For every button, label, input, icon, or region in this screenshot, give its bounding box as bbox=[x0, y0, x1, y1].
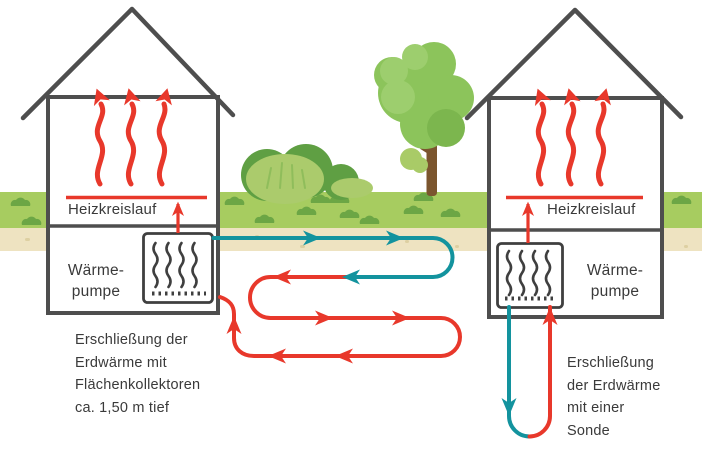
left-waermepumpe-label: Wärme- pumpe bbox=[67, 262, 125, 300]
bush-stripes bbox=[266, 162, 306, 189]
right-probe-caption: Erschließung der Erdwärme mit einer Sond… bbox=[567, 355, 661, 439]
collector-pipe-warm bbox=[218, 275, 463, 358]
tree-base-bush bbox=[400, 148, 428, 173]
left-heizkreislauf-label: Heizkreislauf bbox=[68, 201, 157, 218]
tree-canopy bbox=[374, 42, 474, 149]
heat-wave-arrow-icon bbox=[595, 101, 607, 187]
left-heat-wave-arrows bbox=[94, 101, 168, 187]
right-house-roof bbox=[464, 7, 684, 121]
right-heat-wave-arrows bbox=[535, 101, 607, 187]
right-house-body bbox=[487, 96, 664, 319]
right-heizkreislauf-label: Heizkreislauf bbox=[547, 201, 636, 218]
right-house bbox=[464, 7, 684, 319]
collector-pipe-cold bbox=[211, 236, 455, 279]
heat-pump-unit-icon bbox=[142, 232, 214, 304]
heat-pump-unit-icon bbox=[496, 242, 564, 309]
heat-wave-arrow-icon bbox=[94, 101, 106, 187]
right-waermepumpe-label: Wärme- pumpe bbox=[586, 262, 644, 300]
left-collector-caption: Erschließung der Erdwärme mit Flächenkol… bbox=[75, 332, 201, 416]
heat-wave-arrow-icon bbox=[565, 101, 577, 187]
left-house-roof bbox=[20, 6, 236, 121]
probe-pipe-cold bbox=[507, 305, 532, 439]
bush-icon bbox=[241, 144, 373, 204]
probe-pipe-warm bbox=[527, 305, 552, 439]
heat-wave-arrow-icon bbox=[156, 101, 168, 187]
heat-wave-arrow-icon bbox=[125, 101, 137, 187]
heat-wave-arrow-icon bbox=[535, 101, 547, 187]
tree-icon bbox=[374, 42, 474, 196]
